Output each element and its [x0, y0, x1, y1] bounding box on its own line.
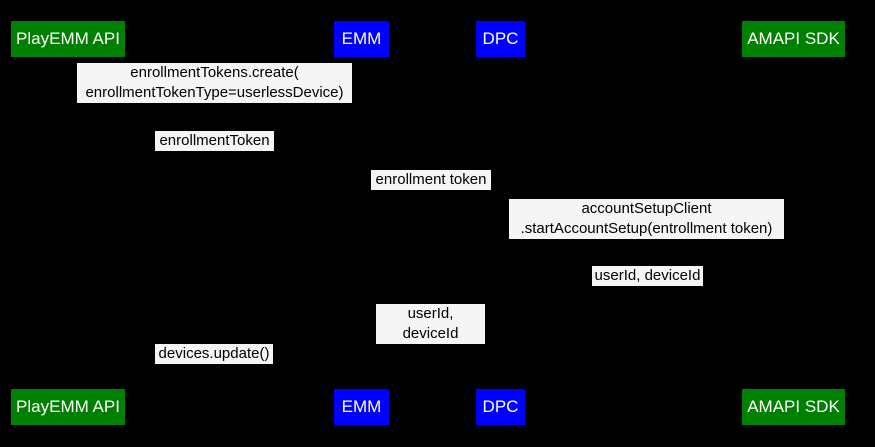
- actor-amapi-sdk-bottom: AMAPI SDK: [742, 389, 845, 425]
- message-userid-deviceid-2: userId, deviceId: [376, 304, 485, 344]
- actor-playemm-api-top: PlayEMM API: [11, 21, 125, 57]
- actor-dpc-bottom: DPC: [476, 389, 525, 425]
- actor-emm-top: EMM: [334, 21, 389, 57]
- message-userid-deviceid-1: userId, deviceId: [592, 266, 703, 286]
- message-enrollment-token: enrollment token: [371, 170, 491, 190]
- actor-dpc-top: DPC: [476, 21, 525, 57]
- message-devices-update: devices.update(): [155, 344, 273, 364]
- actor-playemm-api-bottom: PlayEMM API: [11, 389, 125, 425]
- message-enrollmenttokens-create: enrollmentTokens.create( enrollmentToken…: [77, 63, 352, 103]
- actor-amapi-sdk-top: AMAPI SDK: [742, 21, 845, 57]
- message-start-account-setup: accountSetupClient .startAccountSetup(en…: [509, 199, 784, 239]
- actor-emm-bottom: EMM: [334, 389, 389, 425]
- message-enrollmenttoken: enrollmentToken: [155, 131, 274, 151]
